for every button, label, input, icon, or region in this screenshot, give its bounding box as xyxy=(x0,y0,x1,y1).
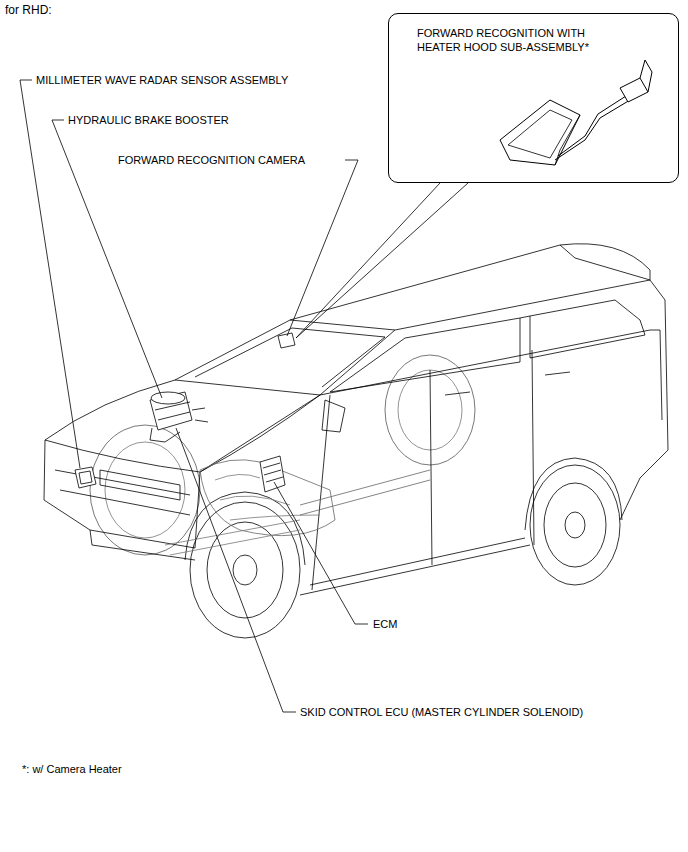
part-label: MILLIMETER WAVE RADAR SENSOR ASSEMBLY xyxy=(36,73,288,87)
callout-box: FORWARD RECOGNITION WITH HEATER HOOD SUB… xyxy=(388,13,679,183)
page-title: for RHD: xyxy=(5,3,52,17)
callout-text: FORWARD RECOGNITION WITH HEATER HOOD SUB… xyxy=(417,26,622,54)
part-label: ECM xyxy=(373,617,397,631)
footnote: *: w/ Camera Heater xyxy=(22,762,122,776)
part-label: HYDRAULIC BRAKE BOOSTER xyxy=(68,113,229,127)
part-label: SKID CONTROL ECU (MASTER CYLINDER SOLENO… xyxy=(300,705,583,719)
part-label: FORWARD RECOGNITION CAMERA xyxy=(118,153,305,167)
